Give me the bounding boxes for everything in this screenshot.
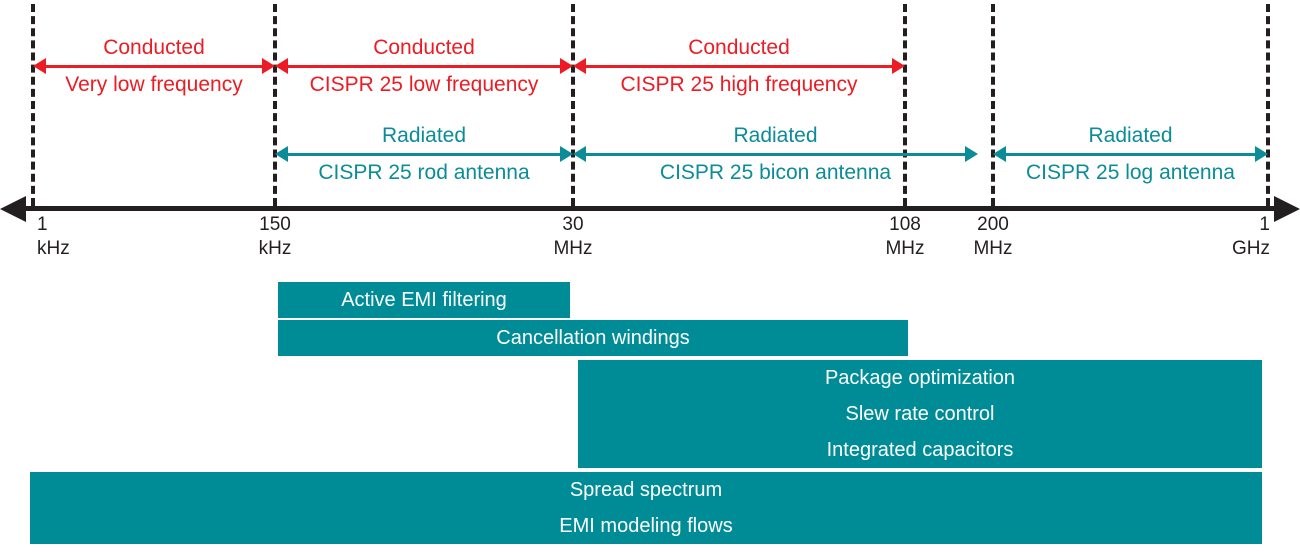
range-band-top-label: Radiated	[1088, 124, 1173, 147]
solution-bar-label: Slew rate control	[845, 402, 995, 425]
range-band-bottom-label: CISPR 25 high frequency	[620, 73, 858, 96]
arrow-head-left-icon	[573, 58, 586, 74]
solution-bar-spread-spectrum[interactable]: Spread spectrum	[30, 472, 1262, 508]
range-band-shaft	[583, 152, 968, 156]
axis-tick-unit: MHz	[553, 238, 593, 259]
range-band-top-label: Conducted	[688, 36, 790, 59]
arrow-head-right-icon	[560, 146, 573, 162]
frequency-marker-line	[571, 4, 575, 206]
axis-tick-unit: MHz	[973, 238, 1013, 259]
axis-tick-value: 1	[1259, 214, 1270, 235]
range-band-bottom-label: CISPR 25 low frequency	[309, 73, 539, 96]
axis-tick-unit: kHz	[37, 238, 70, 259]
arrow-head-right-icon	[1255, 146, 1268, 162]
arrow-head-right-icon	[262, 58, 275, 74]
arrow-head-right-icon	[560, 58, 573, 74]
axis-arrow-right-icon	[1274, 196, 1300, 222]
arrow-head-left-icon	[993, 146, 1006, 162]
range-band-top-label: Radiated	[381, 124, 467, 147]
solution-bar-label: Spread spectrum	[569, 478, 723, 501]
frequency-axis-line	[18, 206, 1282, 211]
solution-bar-label: Package optimization	[824, 366, 1016, 389]
range-band-shaft	[583, 64, 895, 68]
axis-tick-unit: GHz	[1232, 238, 1270, 259]
range-band-bottom-label: CISPR 25 bicon antenna	[659, 161, 892, 184]
arrow-head-right-icon	[965, 146, 978, 162]
solution-bar-label: Integrated capacitors	[826, 438, 1014, 461]
frequency-marker-line	[31, 4, 35, 206]
axis-tick-value: 150	[259, 214, 291, 235]
axis-tick-label: 150 kHz	[215, 213, 335, 261]
solution-bar-integrated-capacitors[interactable]: Integrated capacitors	[578, 432, 1262, 468]
frequency-marker-line	[273, 4, 277, 206]
solution-bar-emi-modeling-flows[interactable]: EMI modeling flows	[30, 508, 1262, 544]
range-band-shaft	[1003, 152, 1258, 156]
solution-bar-active-emi-filtering[interactable]: Active EMI filtering	[278, 282, 570, 318]
axis-tick-value: 1	[37, 214, 48, 235]
solution-bar-label: Active EMI filtering	[341, 288, 507, 311]
axis-tick-value: 30	[562, 214, 584, 235]
arrow-head-left-icon	[275, 146, 288, 162]
frequency-marker-line	[991, 4, 995, 206]
arrow-head-left-icon	[33, 58, 46, 74]
range-band-top-label: Conducted	[373, 36, 475, 59]
range-band-bottom-label: CISPR 25 rod antenna	[318, 161, 530, 184]
axis-tick-value: 200	[977, 214, 1009, 235]
range-band-top-label: Radiated	[733, 124, 818, 147]
range-band-shaft	[285, 64, 563, 68]
range-band-bottom-label: Very low frequency	[65, 73, 243, 96]
solution-bar-label: EMI modeling flows	[559, 514, 733, 537]
range-band-shaft	[43, 64, 265, 68]
range-band-shaft	[285, 152, 563, 156]
arrow-head-left-icon	[275, 58, 288, 74]
axis-tick-unit: kHz	[258, 238, 292, 259]
arrow-head-left-icon	[573, 146, 586, 162]
axis-tick-label: 1 kHz	[37, 213, 70, 261]
frequency-marker-line	[903, 4, 907, 206]
solution-bar-cancellation-windings[interactable]: Cancellation windings	[278, 320, 908, 356]
axis-arrow-left-icon	[0, 196, 26, 222]
frequency-marker-line	[1266, 4, 1270, 206]
range-band-bottom-label: CISPR 25 log antenna	[1026, 161, 1235, 184]
solution-bar-label: Cancellation windings	[496, 326, 690, 349]
axis-tick-value: 108	[889, 214, 921, 235]
arrow-head-right-icon	[892, 58, 905, 74]
range-band-top-label: Conducted	[103, 36, 205, 59]
solution-bar-slew-rate-control[interactable]: Slew rate control	[578, 396, 1262, 432]
solution-bar-package-optimization[interactable]: Package optimization	[578, 360, 1262, 396]
axis-tick-unit: MHz	[885, 238, 925, 259]
